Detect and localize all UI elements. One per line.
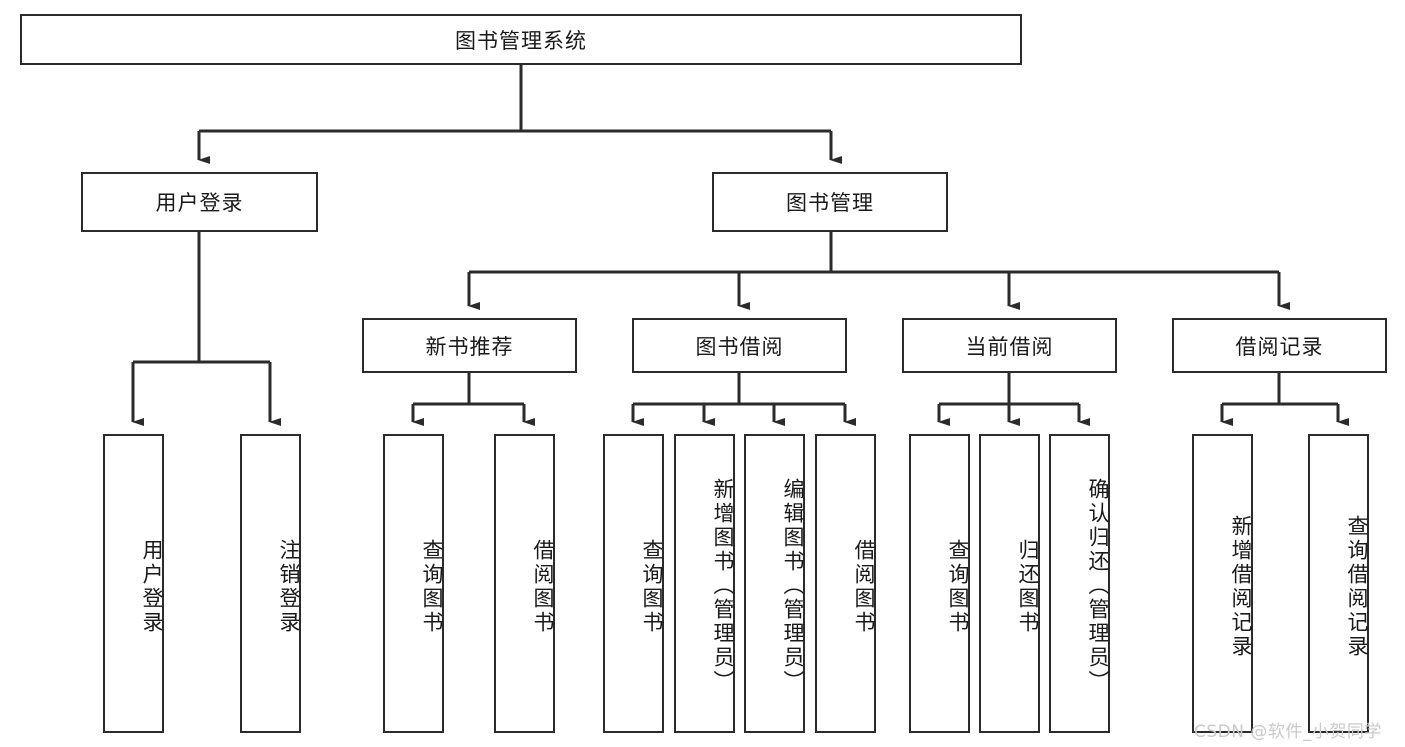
node-label: 用户登录 — [155, 191, 244, 215]
node-label: 借阅图书 — [531, 538, 555, 635]
node-label: 查询图书 — [420, 538, 444, 635]
leaf-edit-book-admin[interactable]: 编辑图书（管理员） — [744, 434, 805, 733]
node-label: 归还图书 — [1016, 538, 1040, 635]
leaf-borrow-books[interactable]: 借阅图书 — [815, 434, 876, 733]
node-label: 注销登录 — [277, 538, 301, 635]
node-user-login[interactable]: 用户登录 — [81, 172, 318, 232]
node-book-borrow[interactable]: 图书借阅 — [632, 318, 847, 373]
node-label: 查询图书 — [640, 538, 664, 635]
csdn-watermark: CSDN @软件_小贺同学 — [1194, 722, 1382, 742]
node-current-borrow[interactable]: 当前借阅 — [902, 318, 1117, 373]
leaf-add-book-admin[interactable]: 新增图书（管理员） — [674, 434, 735, 733]
node-label: 新增图书（管理员） — [711, 477, 735, 694]
leaf-query-books-borrow[interactable]: 查询图书 — [603, 434, 664, 733]
node-new-book-recommend[interactable]: 新书推荐 — [362, 318, 577, 373]
node-label: 查询图书 — [946, 538, 970, 635]
node-label: 新书推荐 — [425, 334, 514, 359]
leaf-borrow-books-recommend[interactable]: 借阅图书 — [494, 434, 555, 733]
node-label: 新增借阅记录 — [1229, 514, 1253, 659]
node-borrow-records[interactable]: 借阅记录 — [1172, 318, 1387, 373]
leaf-query-books-current[interactable]: 查询图书 — [909, 434, 970, 733]
leaf-user-logout[interactable]: 注销登录 — [240, 434, 301, 733]
leaf-return-books[interactable]: 归还图书 — [979, 434, 1040, 733]
node-label: 借阅记录 — [1235, 334, 1324, 359]
node-label: 查询借阅记录 — [1345, 514, 1369, 659]
node-label: 确认归还（管理员） — [1086, 477, 1110, 694]
leaf-query-books-recommend[interactable]: 查询图书 — [383, 434, 444, 733]
node-root-system[interactable]: 图书管理系统 — [20, 14, 1022, 65]
node-label: 借阅图书 — [852, 538, 876, 635]
node-label: 用户登录 — [140, 538, 164, 635]
leaf-confirm-return-admin[interactable]: 确认归还（管理员） — [1049, 434, 1110, 733]
node-label: 图书管理系统 — [455, 28, 587, 53]
leaf-query-borrow-record[interactable]: 查询借阅记录 — [1308, 434, 1369, 733]
node-label: 当前借阅 — [965, 334, 1054, 359]
node-label: 图书管理 — [786, 191, 874, 215]
leaf-user-login[interactable]: 用户登录 — [103, 434, 164, 733]
node-label: 图书借阅 — [695, 334, 784, 359]
leaf-add-borrow-record[interactable]: 新增借阅记录 — [1192, 434, 1253, 733]
node-book-management[interactable]: 图书管理 — [712, 172, 948, 232]
node-label: 编辑图书（管理员） — [781, 477, 805, 694]
